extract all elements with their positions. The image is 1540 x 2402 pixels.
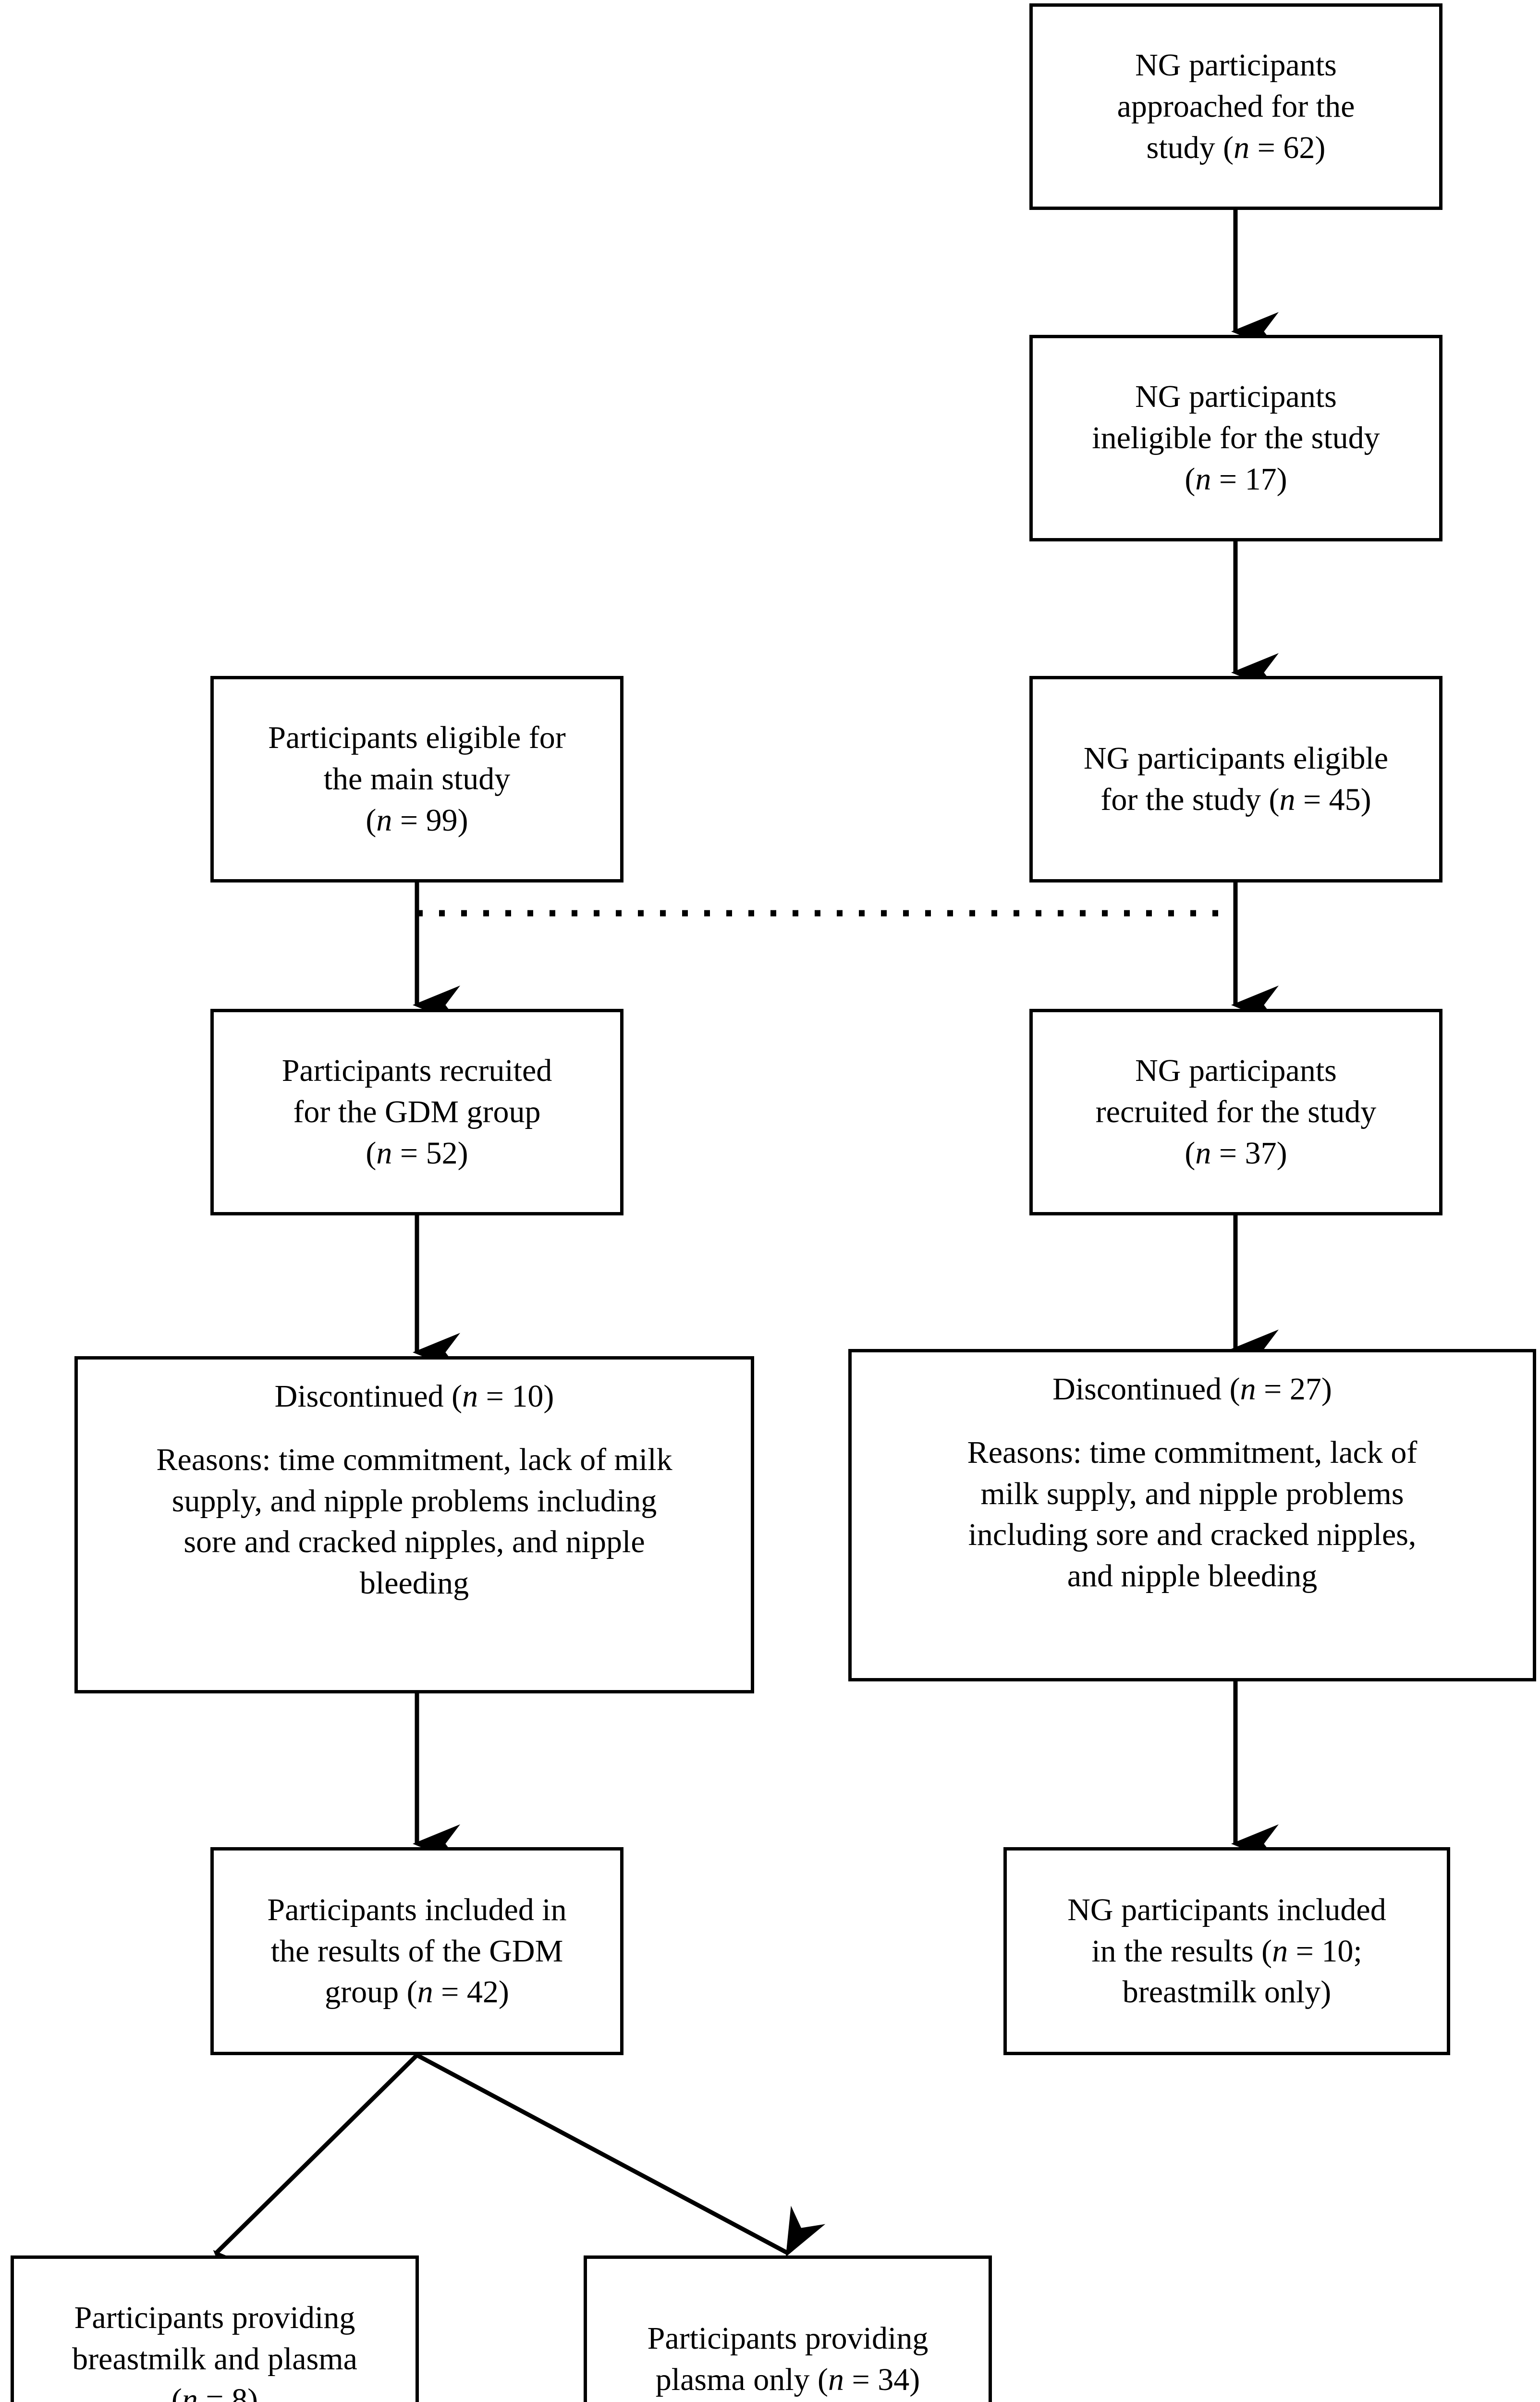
node-ng-recruited-label: NG participants recruited for the study … bbox=[1095, 1053, 1377, 1171]
node-gdm-recruited[interactable]: Participants recruited for the GDM group… bbox=[210, 1009, 623, 1215]
node-providing-plasma-only[interactable]: Participants providing plasma only (n = … bbox=[584, 2255, 992, 2402]
node-ng-recruited[interactable]: NG participants recruited for the study … bbox=[1029, 1009, 1442, 1215]
node-ng-ineligible[interactable]: NG participants ineligible for the study… bbox=[1029, 335, 1442, 541]
node-ng-included-results-label: NG participants included in the results … bbox=[1067, 1892, 1386, 2010]
node-eligible-main-study[interactable]: Participants eligible for the main study… bbox=[210, 676, 623, 882]
connector-included-to-milk-plasma bbox=[213, 2053, 419, 2298]
node-ng-discontinued-heading: Discontinued (n = 27) bbox=[1052, 1372, 1332, 1407]
node-gdm-discontinued-reasons: Reasons: time commitment, lack of milk s… bbox=[156, 1442, 672, 1601]
node-ng-discontinued[interactable]: Discontinued (n = 27) Reasons: time comm… bbox=[848, 1349, 1536, 1681]
node-providing-breastmilk-and-plasma[interactable]: Participants providing breastmilk and pl… bbox=[11, 2255, 419, 2402]
node-gdm-included-results[interactable]: Participants included in the results of … bbox=[210, 1847, 623, 2055]
node-gdm-discontinued-heading: Discontinued (n = 10) bbox=[274, 1379, 554, 1414]
node-gdm-discontinued[interactable]: Discontinued (n = 10) Reasons: time comm… bbox=[74, 1356, 754, 1693]
node-ng-eligible-label: NG participants eligible for the study (… bbox=[1083, 741, 1389, 817]
node-ng-eligible[interactable]: NG participants eligible for the study (… bbox=[1029, 676, 1442, 882]
node-gdm-included-results-label: Participants included in the results of … bbox=[267, 1892, 567, 2010]
node-eligible-main-study-label: Participants eligible for the main study… bbox=[268, 720, 566, 838]
node-ng-discontinued-reasons: Reasons: time commitment, lack of milk s… bbox=[967, 1434, 1418, 1594]
node-ng-approached-label: NG participants approached for the study… bbox=[1117, 48, 1355, 165]
node-providing-breastmilk-and-plasma-label: Participants providing breastmilk and pl… bbox=[72, 2300, 357, 2402]
node-ng-approached[interactable]: NG participants approached for the study… bbox=[1029, 3, 1442, 210]
node-ng-included-results[interactable]: NG participants included in the results … bbox=[1003, 1847, 1450, 2055]
node-gdm-recruited-label: Participants recruited for the GDM group… bbox=[281, 1053, 552, 1171]
node-ng-ineligible-label: NG participants ineligible for the study… bbox=[1092, 379, 1380, 497]
connector-included-to-plasma-only bbox=[416, 2053, 826, 2257]
node-providing-plasma-only-label: Participants providing plasma only (n = … bbox=[647, 2320, 929, 2397]
